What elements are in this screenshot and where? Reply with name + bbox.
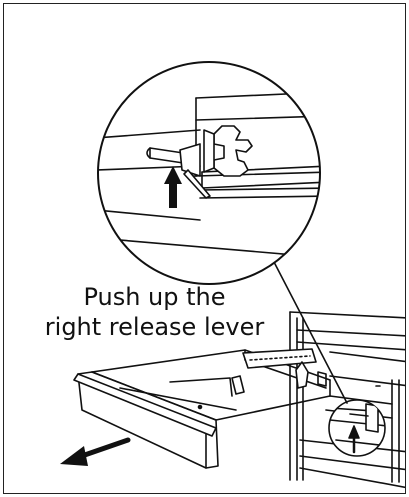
magnified-view bbox=[97, 61, 321, 285]
release-lever-inset bbox=[328, 399, 386, 457]
instruction-line-2: right release lever bbox=[44, 313, 265, 341]
instruction-line-1: Push up the bbox=[83, 283, 226, 311]
drawer bbox=[73, 348, 393, 469]
pull-out-arrow bbox=[60, 437, 131, 466]
cabinet-rails bbox=[289, 311, 405, 489]
push-up-arrow bbox=[164, 166, 182, 208]
figure-border bbox=[3, 3, 406, 494]
leader-line bbox=[273, 261, 348, 404]
